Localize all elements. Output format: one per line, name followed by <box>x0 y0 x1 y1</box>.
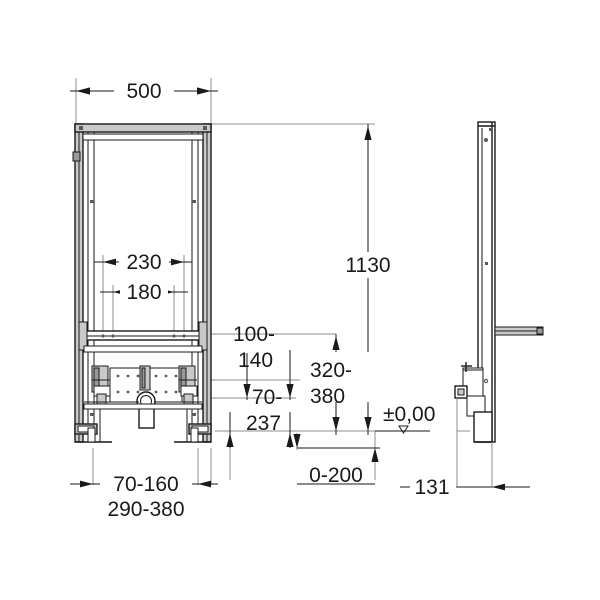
dimension-320-380: 320- 380 <box>306 334 370 435</box>
dimension-label-380: 380 <box>310 385 345 408</box>
frame-foot-left <box>74 423 112 443</box>
dimension-foot-offsets: 70-160 290-380 <box>70 470 218 521</box>
dimension-label-180: 180 <box>126 281 161 304</box>
dimension-label-70: 70- <box>252 386 282 409</box>
dimension-180: 180 <box>100 280 188 304</box>
dimension-label-140: 140 <box>238 349 273 372</box>
dimension-label-320: 320- <box>310 359 352 382</box>
floor-level-marker: ±0,00 <box>375 403 435 434</box>
side-connection-bracket <box>454 362 493 443</box>
rail-bracket-left <box>78 321 88 351</box>
dimension-label-0-200: 0-200 <box>309 464 363 487</box>
frame-foot-right <box>174 423 212 443</box>
dimension-label-70-160: 70-160 <box>113 473 178 496</box>
dimension-label-1130: 1130 <box>345 254 390 277</box>
dimension-label-290-380: 290-380 <box>107 498 184 521</box>
corner-fixing-right <box>203 126 207 130</box>
side-protruding-rail <box>494 326 544 336</box>
dimension-70-237: 70- 237 <box>226 350 294 448</box>
dimension-label-230: 230 <box>126 251 161 274</box>
dimension-label-500: 500 <box>126 80 161 103</box>
dimension-label-237: 237 <box>246 412 281 435</box>
water-connection-left <box>91 365 111 442</box>
dimension-label-100: 100- <box>233 323 275 346</box>
front-view-frame <box>72 123 212 443</box>
dimension-label-131: 131 <box>414 476 449 499</box>
plate-perforations <box>116 374 178 394</box>
dimension-131: 131 <box>400 474 530 500</box>
water-connection-right <box>178 365 198 442</box>
dimension-0-200: 0-200 <box>293 434 380 487</box>
dimension-230: 230 <box>93 250 195 274</box>
wall-bracket-tab-left <box>72 151 81 162</box>
corner-fixing-left <box>79 126 83 130</box>
rail-bracket-right <box>198 321 208 351</box>
dimension-label-zero: ±0,00 <box>383 403 435 426</box>
dimension-100-140: 100- 140 <box>233 323 275 400</box>
side-view-frame <box>454 121 544 487</box>
dimension-500: 500 <box>70 78 218 104</box>
